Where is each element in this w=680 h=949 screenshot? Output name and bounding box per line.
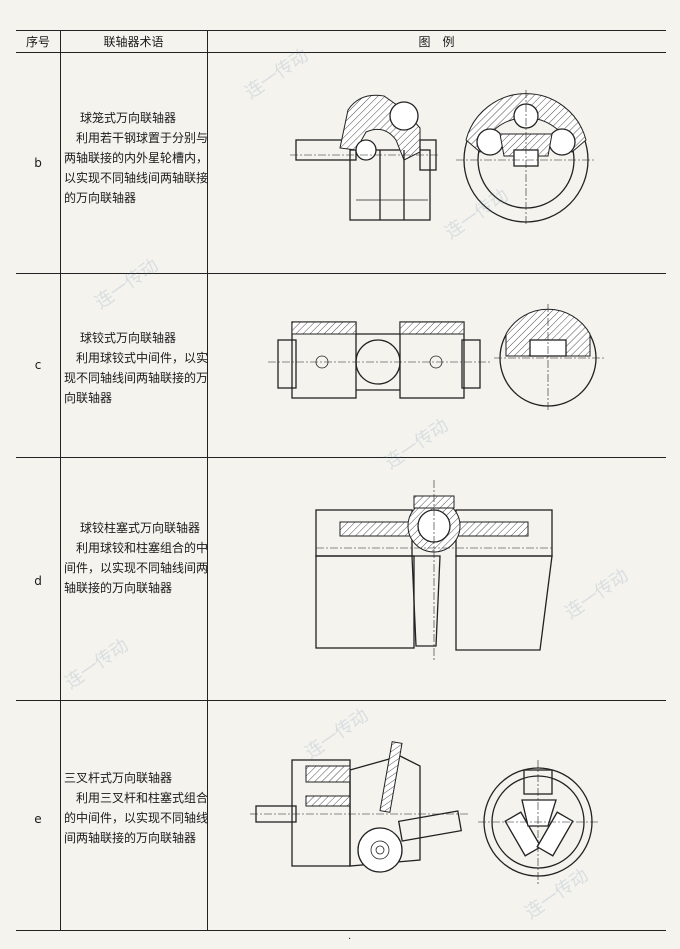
column-divider [60,30,61,930]
row-seq: e [34,812,42,826]
ball-hinge-joint-section-figure [268,321,492,399]
row-seq: d [34,574,42,588]
row-description: 球笼式万向联轴器 利用若干钢球置于分别与两轴联接的内外星轮槽内，以实现不同轴线间… [64,108,212,208]
ball-cage-joint-section-figure [290,94,440,221]
row-divider [16,700,666,701]
ball-cage-joint-end-view-figure [456,90,596,226]
header-seq: 序号 [25,35,50,49]
tripod-joint-section-figure [250,741,470,873]
row-title: 球铰柱塞式万向联轴器 [80,521,201,535]
row-description: 球铰式万向联轴器 利用球铰式中间件，以实现不同轴线间两轴联接的万向联轴器 [64,328,212,408]
row-body: 利用三叉杆和柱塞式组合的中间件，以实现不同轴线间两轴联接的万向联轴器 [64,791,209,845]
header-figure: 图 例 [418,35,455,49]
row-title: 球笼式万向联轴器 [80,111,177,125]
row-description: 三叉杆式万向联轴器 利用三叉杆和柱塞式组合的中间件，以实现不同轴线间两轴联接的万… [64,768,212,848]
table-top-rule [16,30,666,31]
header-bottom-rule [16,52,666,53]
table-bottom-rule [16,930,666,931]
row-body: 利用球铰式中间件，以实现不同轴线间两轴联接的万向联轴器 [64,351,209,405]
row-divider [16,273,666,274]
ball-plunger-joint-section-figure [315,480,553,660]
row-seq: c [34,358,42,372]
row-title: 球铰式万向联轴器 [80,331,177,345]
footer-mark: · [348,934,352,945]
tripod-joint-end-view-figure [478,760,598,884]
row-body: 利用若干钢球置于分别与两轴联接的内外星轮槽内，以实现不同轴线间两轴联接的万向联轴… [64,131,209,205]
header-term: 联轴器术语 [103,35,164,49]
row-description: 球铰柱塞式万向联轴器 利用球铰和柱塞组合的中间件，以实现不同轴线间两轴联接的万向… [64,518,212,598]
column-divider [207,30,208,930]
row-divider [16,457,666,458]
ball-hinge-joint-end-view-figure [494,304,604,412]
row-body: 利用球铰和柱塞组合的中间件，以实现不同轴线间两轴联接的万向联轴器 [64,541,209,595]
row-seq: b [34,156,42,170]
row-title: 三叉杆式万向联轴器 [64,771,173,785]
